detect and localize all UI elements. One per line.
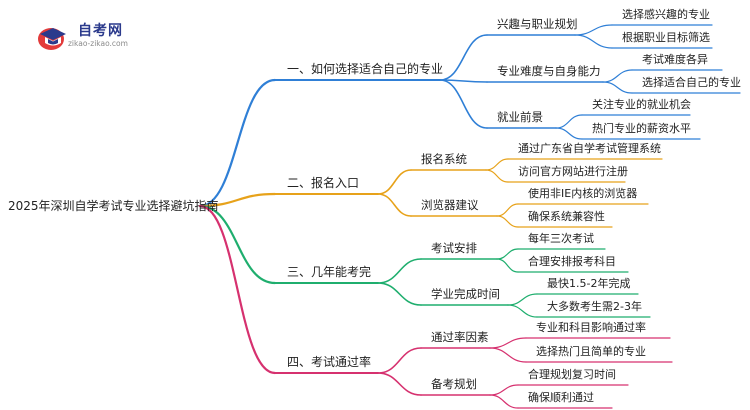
logo-subtitle: zikao-zikao.com (68, 39, 128, 48)
subtopic: 备考规划 (431, 377, 477, 391)
leaf-topic: 最快1.5-2年完成 (547, 276, 630, 290)
connector-line (496, 258, 519, 273)
root-topic: 2025年深圳自学考试专业选择避坑指南 (8, 198, 219, 213)
connector-line (507, 293, 538, 306)
connector-line (198, 204, 277, 285)
subtopic: 学业完成时间 (431, 287, 500, 301)
leaf-topic: 选择感兴趣的专业 (622, 7, 710, 21)
connector-line (198, 204, 277, 375)
connector-line (555, 114, 583, 129)
connector-line (574, 34, 613, 49)
leaf-topic: 通过广东省自学考试管理系统 (518, 141, 661, 155)
subtopic: 通过率因素 (431, 330, 489, 344)
branch-topic: 四、考试通过率 (287, 354, 371, 369)
branch-topic: 二、报名入口 (287, 175, 359, 190)
leaf-topic: 专业和科目影响通过率 (536, 320, 646, 334)
leaf-topic: 选择热门且简单的专业 (536, 344, 646, 358)
subtopic: 兴趣与职业规划 (497, 17, 578, 31)
connector-line (574, 24, 613, 36)
connector-line (496, 215, 519, 228)
connector-line (377, 193, 412, 217)
connector-line (602, 81, 633, 94)
leaf-topic: 大多数考生需2-3年 (547, 299, 642, 313)
leaf-topic: 根据职业目标筛选 (622, 30, 710, 44)
graduation-cap-icon (38, 28, 66, 50)
leaf-topic: 合理规划复习时间 (528, 367, 616, 381)
leaf-topic: 每年三次考试 (528, 231, 594, 245)
connector-line (377, 282, 422, 306)
leaf-topic: 考试难度各异 (642, 52, 708, 66)
connector-lines (198, 24, 741, 409)
connector-line (496, 203, 519, 217)
connector-line (489, 337, 527, 349)
leaf-topic: 确保顺利通过 (528, 390, 594, 404)
branch-topic: 一、如何选择适合自己的专业 (287, 61, 443, 76)
leaf-topic: 合理安排报考科目 (528, 254, 616, 268)
connector-line (555, 127, 583, 140)
connector-line (377, 347, 422, 374)
connector-line (198, 192, 277, 208)
logo-title: 自考网 (78, 23, 123, 39)
subtopic: 考试安排 (431, 241, 477, 255)
connector-line (377, 258, 422, 284)
subtopic: 就业前景 (497, 110, 543, 124)
site-logo[interactable]: 自考网 zikao-zikao.com (24, 20, 144, 52)
leaf-topic: 关注专业的就业机会 (592, 97, 691, 111)
subtopic: 浏览器建议 (421, 198, 479, 212)
subtopic: 专业难度与自身能力 (497, 64, 601, 78)
leaf-topic: 访问官方网站进行注册 (518, 164, 628, 178)
leaf-topic: 热门专业的薪资水平 (592, 121, 691, 135)
leaf-topic: 确保系统兼容性 (528, 209, 605, 223)
connector-line (485, 158, 509, 171)
connector-line (489, 384, 519, 396)
connector-line (377, 169, 412, 195)
connector-line (489, 347, 527, 363)
connector-line (507, 304, 538, 318)
connector-line (439, 79, 488, 129)
leaf-topic: 使用非IE内核的浏览器 (528, 186, 637, 200)
subtopic: 报名系统 (421, 152, 467, 166)
leaf-topic: 选择适合自己的专业 (642, 75, 741, 89)
connector-line (439, 34, 488, 81)
connector-line (602, 69, 633, 83)
connector-line (485, 169, 509, 183)
connector-line (496, 248, 519, 260)
branch-topic: 三、几年能考完 (287, 264, 371, 279)
connector-line (489, 394, 519, 409)
connector-line (198, 78, 277, 208)
connector-line (377, 372, 422, 396)
